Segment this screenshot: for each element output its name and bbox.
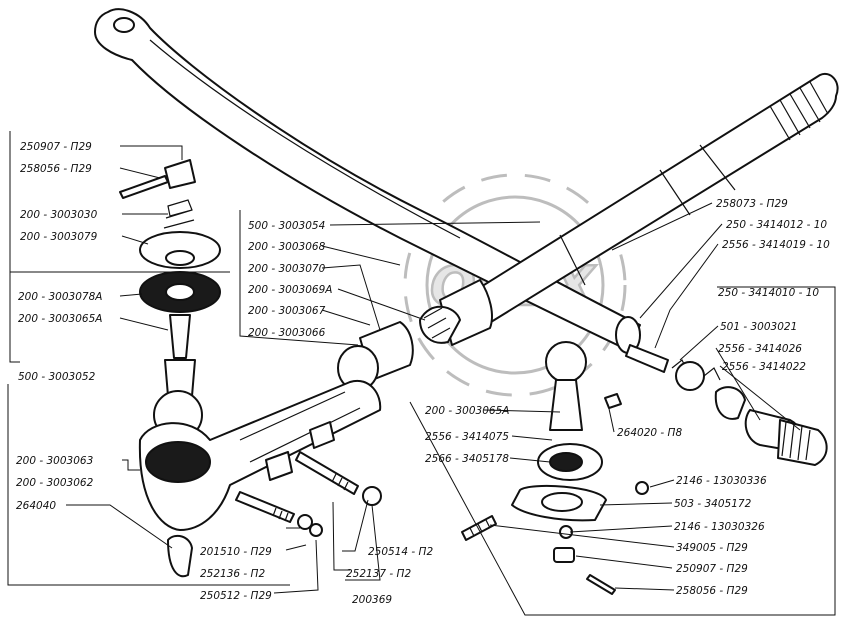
label-2556-3414075: 2556 - 3414075 <box>425 431 509 443</box>
label-250907-p29-left: 250907 - П29 <box>20 141 92 153</box>
label-200-3003078a: 200 - 3003078А <box>18 291 102 303</box>
label-250-3414010-10: 250 - 3414010 - 10 <box>718 287 819 299</box>
label-200-3003030: 200 - 3003030 <box>20 209 98 221</box>
label-200-3003063: 200 - 3003063 <box>16 455 93 467</box>
label-500-3003052: 500 - 3003052 <box>18 371 96 383</box>
label-252137-p2: 252137 - П2 <box>346 568 411 580</box>
label-200-3003065a-right: 200 - 3003065А <box>425 405 509 417</box>
label-2146-13030336: 2146 - 13030336 <box>676 475 767 487</box>
label-2556-3414026: 2556 - 3414026 <box>718 343 802 355</box>
label-200369: 200369 <box>352 594 392 606</box>
label-250514-p2: 250514 - П2 <box>368 546 433 558</box>
label-200-3003068: 200 - 3003068 <box>248 241 326 253</box>
spring-right <box>671 359 721 391</box>
left-ball-joint <box>119 159 221 440</box>
label-200-3003062: 200 - 3003062 <box>16 477 94 489</box>
label-2556-3414019-10: 2556 - 3414019 - 10 <box>722 239 830 251</box>
label-201510-p29: 201510 - П29 <box>200 546 272 558</box>
label-200-3003066: 200 - 3003066 <box>248 327 326 339</box>
label-349005-p29: 349005 - П29 <box>676 542 748 554</box>
label-258073-p29: 258073 - П29 <box>716 198 788 210</box>
label-503-3405172: 503 - 3405172 <box>674 498 752 510</box>
steering-arm <box>94 8 641 351</box>
right-end-assembly <box>615 316 828 466</box>
small-fasteners <box>461 481 649 595</box>
label-2566-3405178: 2566 - 3405178 <box>425 453 509 465</box>
label-200-3003067: 200 - 3003067 <box>248 305 326 317</box>
label-200-3003079: 200 - 3003079 <box>20 231 98 243</box>
label-250512-p29: 250512 - П29 <box>200 590 272 602</box>
label-200-3003070: 200 - 3003070 <box>248 263 326 275</box>
label-258056-p29-left: 258056 - П29 <box>20 163 92 175</box>
label-500-3003054: 500 - 3003054 <box>248 220 325 232</box>
label-264020-p8: 264020 - П8 <box>617 427 682 439</box>
label-2146-13030326: 2146 - 13030326 <box>674 521 765 533</box>
drag-link-tube <box>439 72 839 346</box>
leader-lines <box>7 131 836 616</box>
label-250-3414012-10: 250 - 3414012 - 10 <box>726 219 827 231</box>
label-501-3003021: 501 - 3003021 <box>720 321 797 333</box>
middle-ball-pin <box>511 341 622 522</box>
label-250907-p29-right: 250907 - П29 <box>676 563 748 575</box>
label-252136-p2: 252136 - П2 <box>200 568 265 580</box>
labels: 250907 - П29 258056 - П29 200 - 3003030 … <box>16 141 830 606</box>
label-258056-p29-right: 258056 - П29 <box>676 585 748 597</box>
label-200-3003065a-left: 200 - 3003065А <box>18 313 102 325</box>
label-2556-3414022: 2556 - 3414022 <box>722 361 806 373</box>
sleeve-parts <box>337 305 461 391</box>
housing <box>138 379 382 578</box>
label-264040: 264040 <box>16 500 56 512</box>
bolts-and-nuts <box>235 451 382 537</box>
label-200-3003069a: 200 - 3003069А <box>248 284 332 296</box>
